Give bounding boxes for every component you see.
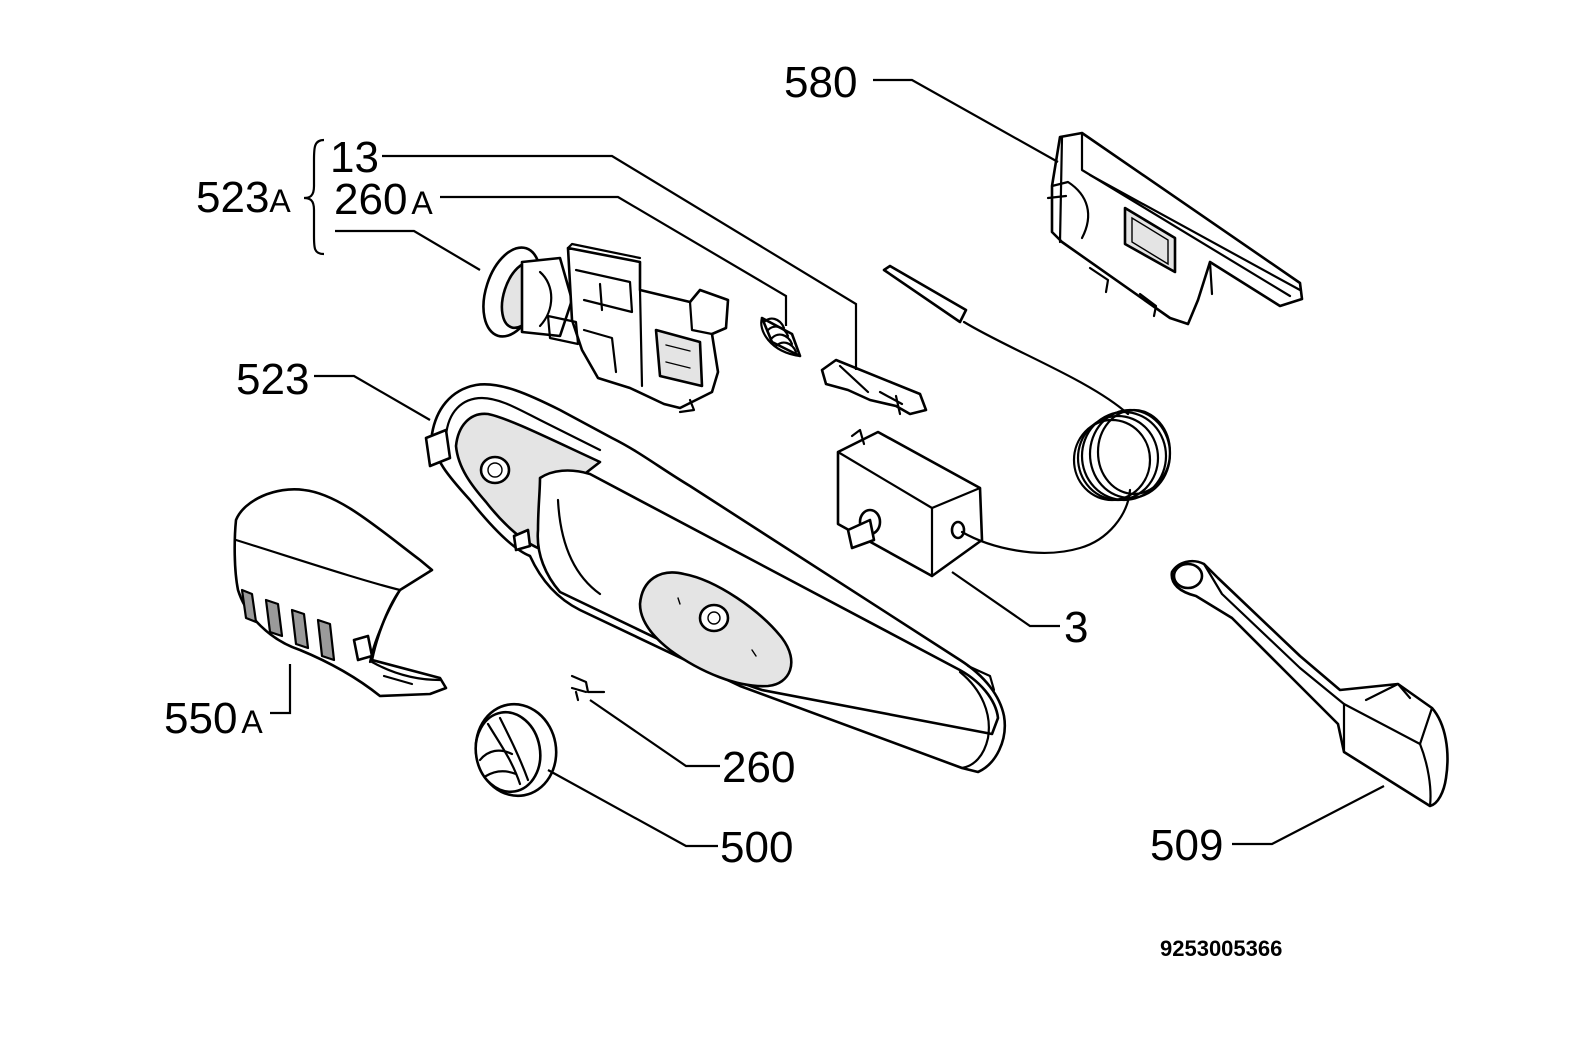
label-500: 500 — [720, 823, 793, 872]
label-260A-number: 260 — [334, 175, 407, 224]
label-550A-number: 550 — [164, 694, 237, 743]
leader-260 — [589, 699, 720, 768]
part-260-clip — [570, 674, 606, 702]
part-3-thermostat — [836, 264, 1172, 578]
leader-260A — [440, 195, 788, 326]
leader-580 — [873, 78, 1059, 163]
part-580-bracket — [1046, 131, 1304, 326]
leader-lines — [270, 78, 1385, 848]
label-550A-suffix: A — [241, 704, 263, 740]
part-523-housing — [424, 383, 1007, 774]
label-523A-number: 523 — [196, 173, 269, 222]
label-523: 523 — [236, 355, 309, 404]
part-260A-spring — [760, 316, 802, 358]
brace-523A — [303, 138, 325, 256]
leader-509 — [1232, 785, 1385, 846]
label-580: 580 — [784, 58, 857, 107]
label-509: 509 — [1150, 821, 1223, 870]
leader-550A — [270, 664, 292, 715]
part-523A-switch-assembly — [482, 242, 730, 414]
label-523A-suffix: A — [269, 183, 291, 219]
label-3: 3 — [1064, 603, 1088, 652]
leader-13 — [382, 154, 858, 370]
label-13: 13 — [330, 133, 379, 182]
document-number: 9253005366 — [1160, 936, 1282, 961]
leader-3 — [951, 571, 1060, 628]
leader-523 — [314, 374, 431, 421]
leader-523A — [335, 229, 481, 271]
leader-500 — [547, 769, 718, 848]
part-500-knob — [474, 702, 558, 798]
label-260: 260 — [722, 743, 795, 792]
label-523A: 523A — [196, 173, 291, 222]
part-13-pin — [820, 358, 928, 416]
part-509-lever — [1170, 559, 1449, 808]
part-550A-grille — [233, 488, 448, 698]
label-260A-suffix: A — [411, 185, 433, 221]
